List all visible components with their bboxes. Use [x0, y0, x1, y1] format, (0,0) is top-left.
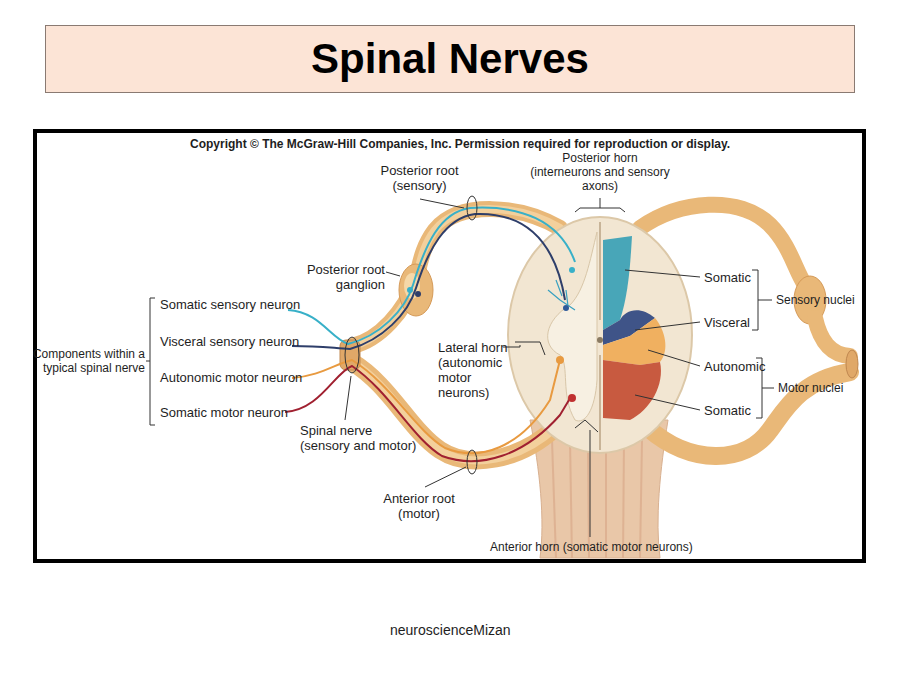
region-label: Visceral [704, 315, 750, 330]
region-label: Autonomic [704, 359, 765, 374]
part-label: Posterior root (sensory) [372, 163, 467, 193]
part-label: Posterior root ganglion [305, 262, 385, 292]
copyright-line: Copyright © The McGraw-Hill Companies, I… [190, 137, 730, 151]
part-label: Anterior horn (somatic motor neurons) [490, 540, 693, 554]
group-label: Components within a typical spinal nerve [30, 347, 145, 375]
part-label: Lateral horn (autonomic motor neurons) [438, 340, 516, 400]
watermark: neuroscienceMizan [390, 622, 510, 638]
component-label: Autonomic motor neuron [160, 370, 302, 385]
group-label: Sensory nuclei [776, 293, 855, 307]
part-label: Spinal nerve (sensory and motor) [300, 423, 425, 453]
region-label: Somatic [704, 403, 751, 418]
component-label: Somatic motor neuron [160, 405, 288, 420]
component-label: Somatic sensory neuron [160, 297, 300, 312]
region-label: Somatic [704, 270, 751, 285]
slide-title: Spinal Nerves [45, 25, 855, 93]
component-label: Visceral sensory neuron [160, 334, 299, 349]
group-label: Motor nuclei [778, 381, 843, 395]
part-label: Posterior horn (interneurons and sensory… [530, 151, 670, 193]
part-label: Anterior root (motor) [375, 491, 463, 521]
